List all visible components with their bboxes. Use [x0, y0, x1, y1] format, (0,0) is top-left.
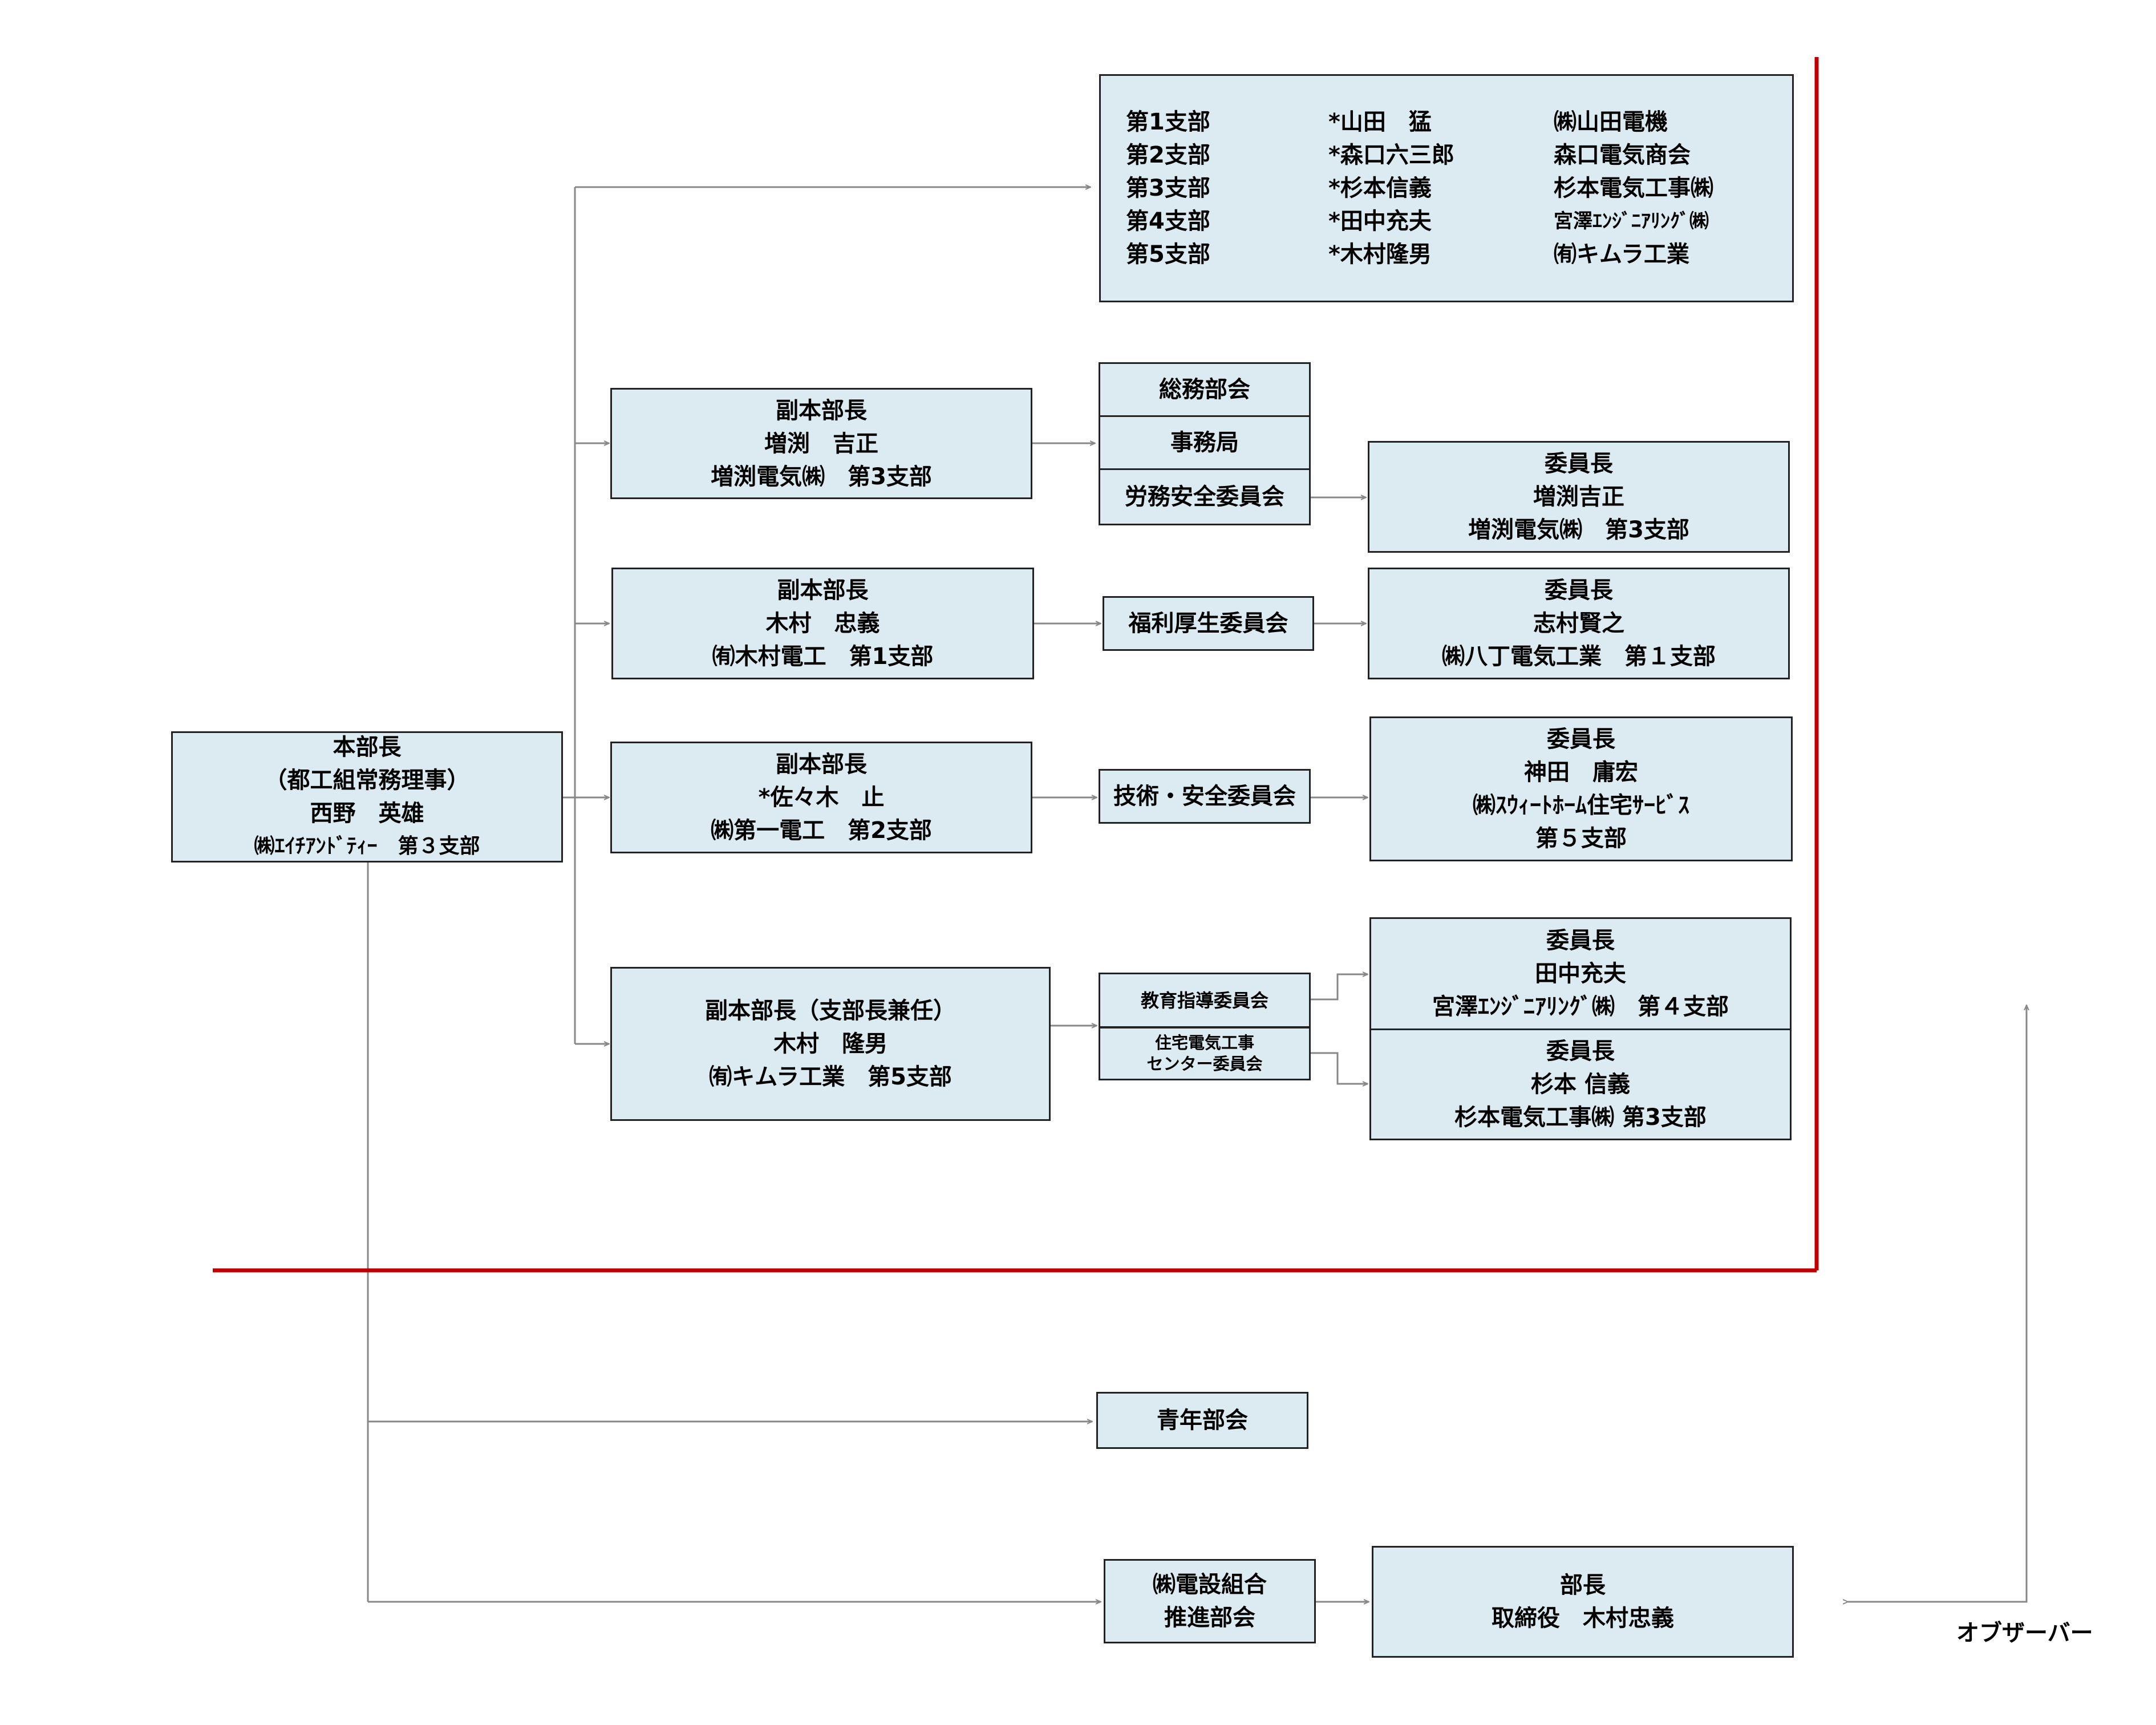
branch-leader: *山田 猛 — [1328, 109, 1432, 135]
chair-person: 志村賢之 — [1533, 610, 1624, 637]
trunk-line — [562, 187, 576, 1044]
observer-bracket — [1848, 1005, 2027, 1602]
branch-company: 宮澤ｴﾝｼﾞﾆｱﾘﾝｸﾞ㈱ — [1554, 210, 1709, 233]
chair-box: 委員長 田中充夫 宮澤ｴﾝｼﾞﾆｱﾘﾝｸﾞ㈱ 第４支部 — [1369, 917, 1792, 1030]
observer-label: オブザーバー — [1956, 1620, 2093, 1646]
vice-head-company: ㈲木村電工 第1支部 — [712, 643, 934, 670]
densetsu-committee-label-line1: ㈱電設組合 — [1153, 1572, 1267, 1598]
branch-list-box: 第1支部 *山田 猛 ㈱山田電機 第2支部 *森口六三郎 森口電気商会 第3支部… — [1099, 74, 1794, 302]
jimukyoku-label: 事務局 — [1170, 430, 1239, 456]
branch-name: 第4支部 — [1126, 208, 1210, 234]
jutaku-committee-label-line2: センター委員会 — [1146, 1054, 1263, 1074]
vice-head-box: 副本部長（支部長兼任） 木村 隆男 ㈲キムラ工業 第5支部 — [610, 967, 1051, 1121]
youth-committee-box: 青年部会 — [1096, 1392, 1308, 1449]
somu-committee-box: 総務部会 — [1099, 362, 1311, 417]
chair-person: 田中充夫 — [1535, 961, 1626, 987]
chair-title: 委員長 — [1547, 726, 1615, 752]
head-title: 本部長 — [333, 734, 402, 760]
chair-title: 委員長 — [1546, 928, 1615, 954]
branch-company: 杉本電気工事㈱ — [1554, 175, 1713, 201]
chair-box: 委員長 増渕吉正 増渕電気㈱ 第3支部 — [1368, 441, 1790, 553]
chair-title: 委員長 — [1545, 451, 1613, 477]
head-company: ㈱ｴｲﾁｱﾝﾄﾞﾃｨｰ 第３支部 — [254, 835, 480, 858]
branch-leader: *森口六三郎 — [1328, 142, 1454, 168]
branch-company: ㈲キムラ工業 — [1554, 241, 1689, 268]
vice-head-title: 副本部長 — [776, 397, 867, 424]
densetsu-head-box: 部長 取締役 木村忠義 — [1372, 1546, 1794, 1658]
branch-leader: *杉本信義 — [1328, 175, 1432, 201]
branch-leader: *木村隆男 — [1328, 241, 1432, 268]
branch-name: 第5支部 — [1126, 241, 1210, 268]
vice-head-company: 増渕電気㈱ 第3支部 — [711, 463, 932, 490]
jimukyoku-box: 事務局 — [1099, 415, 1311, 470]
arrow-jutaku-chair — [1309, 1052, 1368, 1084]
vice-head-title: 副本部長（支部長兼任） — [705, 998, 956, 1024]
branch-name: 第2支部 — [1126, 142, 1210, 168]
head-role: （都工組常務理事） — [264, 767, 470, 793]
arrow-kyoiku-chair — [1309, 974, 1368, 1001]
chair-title: 委員長 — [1545, 577, 1613, 604]
jutaku-committee-label-line1: 住宅電気工事 — [1154, 1033, 1254, 1052]
densetsu-committee-box: ㈱電設組合 推進部会 — [1104, 1559, 1316, 1643]
branch-company: 森口電気商会 — [1554, 142, 1691, 168]
chair-company: 増渕電気㈱ 第3支部 — [1468, 517, 1689, 543]
jutaku-committee-box: 住宅電気工事 センター委員会 — [1099, 1027, 1311, 1080]
fukuri-committee-label: 福利厚生委員会 — [1128, 610, 1288, 637]
vice-head-title: 副本部長 — [777, 577, 869, 604]
vice-head-box: 副本部長 *佐々木 止 ㈱第一電工 第2支部 — [610, 742, 1032, 853]
branch-company: ㈱山田電機 — [1554, 109, 1668, 135]
vice-head-title: 副本部長 — [776, 751, 867, 778]
gijutsu-committee-box: 技術・安全委員会 — [1099, 769, 1311, 824]
vice-head-person: 木村 隆男 — [773, 1031, 887, 1057]
head-box: 本部長 （都工組常務理事） 西野 英雄 ㈱ｴｲﾁｱﾝﾄﾞﾃｨｰ 第３支部 — [171, 731, 563, 862]
vice-head-box: 副本部長 木村 忠義 ㈲木村電工 第1支部 — [611, 568, 1034, 679]
densetsu-committee-label-line2: 推進部会 — [1164, 1605, 1255, 1631]
chair-box: 委員長 杉本 信義 杉本電気工事㈱ 第3支部 — [1369, 1028, 1792, 1140]
gijutsu-committee-label: 技術・安全委員会 — [1113, 783, 1296, 809]
chair-person: 杉本 信義 — [1531, 1071, 1630, 1098]
densetsu-head-person: 取締役 木村忠義 — [1492, 1605, 1674, 1631]
chair-box: 委員長 神田 庸宏 ㈱ｽｳｨｰﾄﾎｰﾑ住宅ｻｰﾋﾞｽ 第５支部 — [1369, 716, 1793, 861]
branch-name: 第1支部 — [1126, 109, 1210, 135]
kyoiku-committee-label: 教育指導委員会 — [1140, 989, 1269, 1011]
vice-head-person: 木村 忠義 — [765, 610, 880, 637]
vice-head-box: 副本部長 増渕 吉正 増渕電気㈱ 第3支部 — [610, 388, 1032, 499]
somu-committee-label: 総務部会 — [1159, 376, 1250, 403]
romu-committee-label: 労務安全委員会 — [1125, 484, 1284, 510]
chair-person: 増渕吉正 — [1533, 484, 1624, 510]
chair-person: 神田 庸宏 — [1524, 759, 1638, 785]
branch-name: 第3支部 — [1126, 175, 1210, 201]
romu-committee-box: 労務安全委員会 — [1099, 468, 1311, 525]
youth-committee-label: 青年部会 — [1157, 1407, 1248, 1434]
chair-box: 委員長 志村賢之 ㈱八丁電気工業 第１支部 — [1368, 568, 1790, 679]
chair-branch: 第５支部 — [1535, 825, 1627, 852]
densetsu-head-title: 部長 — [1560, 1572, 1606, 1598]
kyoiku-committee-box: 教育指導委員会 — [1099, 973, 1311, 1028]
chair-company: 杉本電気工事㈱ 第3支部 — [1454, 1104, 1707, 1131]
chair-company: ㈱八丁電気工業 第１支部 — [1442, 643, 1716, 670]
chair-company: ㈱ｽｳｨｰﾄﾎｰﾑ住宅ｻｰﾋﾞｽ — [1473, 792, 1689, 819]
vice-head-person: *佐々木 止 — [758, 784, 885, 811]
chair-company: 宮澤ｴﾝｼﾞﾆｱﾘﾝｸﾞ㈱ 第４支部 — [1432, 994, 1729, 1020]
vice-head-person: 増渕 吉正 — [764, 430, 878, 457]
head-person: 西野 英雄 — [310, 800, 424, 827]
vice-head-company: ㈲キムラ工業 第5支部 — [709, 1064, 952, 1090]
fukuri-committee-box: 福利厚生委員会 — [1103, 596, 1314, 651]
chair-title: 委員長 — [1546, 1038, 1615, 1064]
branch-leader: *田中充夫 — [1328, 208, 1432, 234]
vice-head-company: ㈱第一電工 第2支部 — [711, 817, 932, 844]
